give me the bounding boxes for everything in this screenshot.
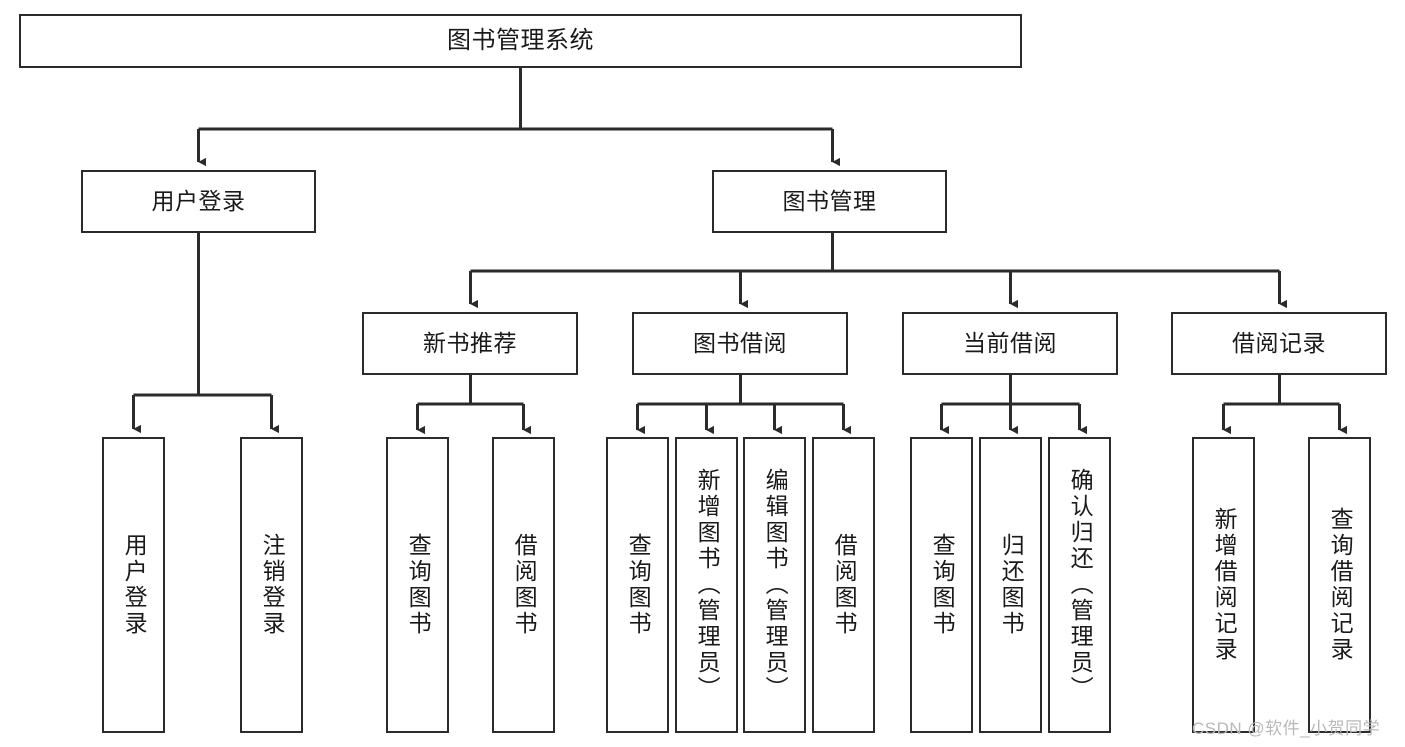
node-label: 查询图书: [625, 533, 652, 637]
node-label: 图书管理: [782, 187, 877, 214]
node-label: 注销登录: [259, 533, 286, 637]
node-leaf-book-borrow-borrow[interactable]: 借阅图书: [812, 437, 875, 733]
node-leaf-current-borrow-query[interactable]: 查询图书: [910, 437, 973, 733]
node-leaf-current-borrow-return[interactable]: 归还图书: [979, 437, 1042, 733]
node-leaf-book-borrow-query[interactable]: 查询图书: [606, 437, 669, 733]
node-user-login[interactable]: 用户登录: [81, 170, 316, 233]
node-label: 查询借阅记录: [1327, 507, 1354, 663]
node-label: 新书推荐: [423, 329, 517, 356]
node-leaf-user-login-signin[interactable]: 用户登录: [102, 437, 165, 733]
node-current-borrow[interactable]: 当前借阅: [902, 312, 1118, 375]
node-leaf-book-borrow-edit[interactable]: 编辑图书（管理员）: [743, 437, 806, 733]
node-leaf-borrow-record-query[interactable]: 查询借阅记录: [1308, 437, 1371, 733]
node-label: 用户登录: [121, 533, 148, 637]
node-label: 借阅图书: [511, 533, 538, 637]
node-label: 图书管理系统: [447, 26, 594, 54]
node-label: 归还图书: [998, 533, 1025, 637]
node-book-management[interactable]: 图书管理: [712, 170, 947, 233]
node-label: 新增图书（管理员）: [694, 468, 721, 702]
node-leaf-new-book-query[interactable]: 查询图书: [386, 437, 449, 733]
node-borrow-record[interactable]: 借阅记录: [1171, 312, 1387, 375]
node-leaf-user-login-signout[interactable]: 注销登录: [240, 437, 303, 733]
node-label: 当前借阅: [963, 329, 1057, 356]
node-leaf-current-borrow-confirm-return[interactable]: 确认归还（管理员）: [1048, 437, 1111, 733]
node-label: 借阅图书: [831, 533, 858, 637]
node-leaf-borrow-record-add[interactable]: 新增借阅记录: [1192, 437, 1255, 733]
node-new-book-recommendation[interactable]: 新书推荐: [362, 312, 578, 375]
node-label: 查询图书: [405, 533, 432, 637]
node-label: 编辑图书（管理员）: [762, 468, 789, 702]
node-label: 确认归还（管理员）: [1067, 468, 1094, 702]
node-label: 新增借阅记录: [1211, 507, 1238, 663]
node-leaf-new-book-borrow[interactable]: 借阅图书: [492, 437, 555, 733]
node-label: 查询图书: [929, 533, 956, 637]
node-label: 用户登录: [151, 187, 246, 214]
node-label: 图书借阅: [693, 329, 787, 356]
node-leaf-book-borrow-add[interactable]: 新增图书（管理员）: [675, 437, 738, 733]
node-label: 借阅记录: [1232, 329, 1326, 356]
watermark-text: CSDN @软件_小贺同学: [1192, 719, 1381, 738]
node-root-book-management-system[interactable]: 图书管理系统: [19, 14, 1022, 68]
node-book-borrow[interactable]: 图书借阅: [632, 312, 848, 375]
